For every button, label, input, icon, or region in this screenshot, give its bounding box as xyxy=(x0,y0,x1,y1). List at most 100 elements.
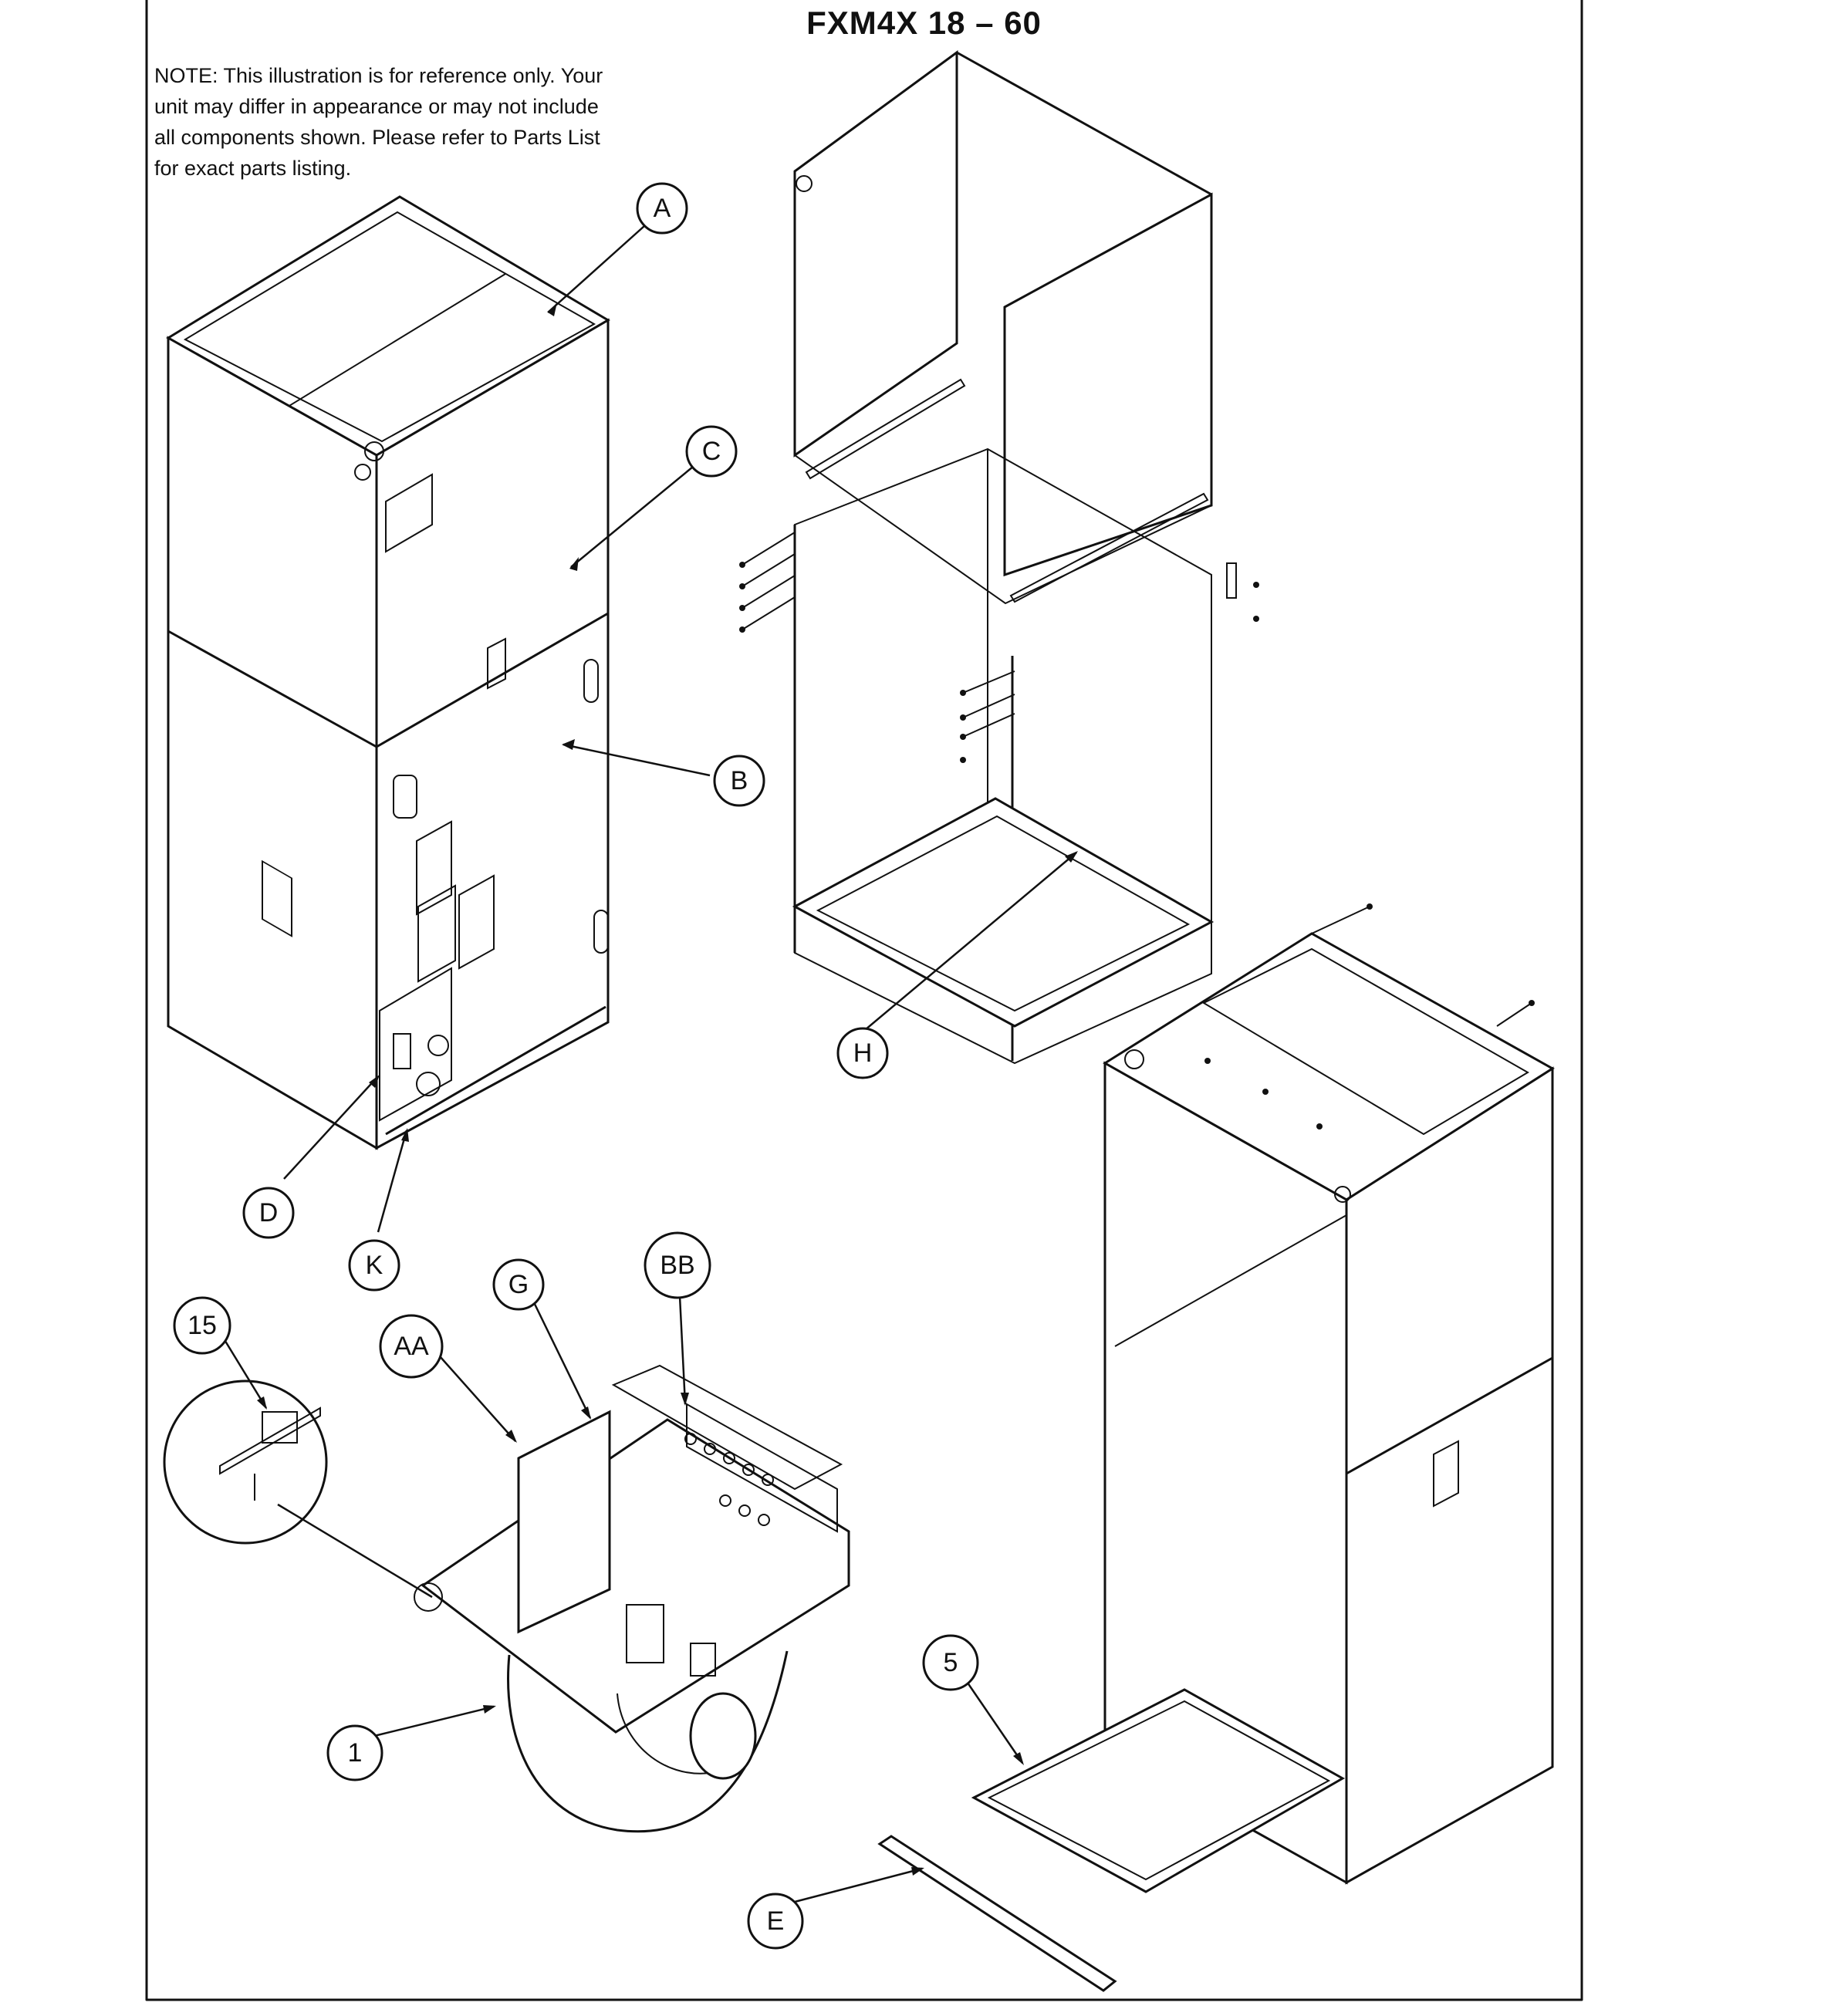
lower-cabinet-with-filter xyxy=(877,903,1555,1992)
control-board-panel xyxy=(517,1410,611,1634)
callout-C: C xyxy=(685,425,738,478)
assembled-air-handler xyxy=(166,195,610,1150)
upper-access-plate xyxy=(385,473,433,553)
callout-label: C xyxy=(702,437,721,466)
top-crossbar xyxy=(281,273,506,411)
top-breaker-switch xyxy=(393,775,417,819)
detail-circle xyxy=(163,1379,328,1545)
callout-label: BB xyxy=(660,1251,694,1280)
callout-E: E xyxy=(747,1893,804,1950)
cabinet-front xyxy=(1345,1066,1554,1885)
screw-line xyxy=(1311,906,1370,934)
front-seam xyxy=(1346,1356,1553,1475)
detail-source-ring xyxy=(414,1582,443,1612)
screw xyxy=(962,713,1015,738)
screw xyxy=(742,596,796,630)
wiring-label-1 xyxy=(416,820,452,916)
page-border xyxy=(145,0,1583,2001)
relay xyxy=(690,1643,716,1677)
callout-A: A xyxy=(636,182,688,235)
filter-inner xyxy=(987,1700,1331,1881)
bottom-frame-inner xyxy=(816,815,1191,1012)
callout-label: D xyxy=(259,1198,279,1227)
callout-label: A xyxy=(654,194,671,223)
detail-magnifier xyxy=(163,1379,443,1612)
upper-top-edge xyxy=(956,51,1212,196)
callout-H: H xyxy=(836,1027,889,1079)
front-knockout-lower xyxy=(593,910,609,954)
front-panel-seam xyxy=(376,612,609,748)
corner-grommet xyxy=(1124,1049,1144,1069)
callout-15: 15 xyxy=(173,1296,231,1355)
upper-front-panel xyxy=(1003,192,1213,577)
screw xyxy=(962,670,1015,694)
callout-G: G xyxy=(492,1258,545,1311)
knockout-ring xyxy=(416,1072,441,1096)
diagram-title: FXM4X 18 – 60 xyxy=(806,5,1042,41)
callout-label: AA xyxy=(394,1332,429,1361)
spacer-strip xyxy=(805,378,966,480)
screw xyxy=(962,694,1015,718)
breaker-switch xyxy=(393,1033,411,1069)
corner-grommet xyxy=(1334,1186,1351,1203)
cabinet-top-inner xyxy=(183,211,596,443)
corner-grommet xyxy=(354,464,371,481)
callout-AA: AA xyxy=(379,1314,444,1379)
callout-K: K xyxy=(348,1239,400,1292)
callout-label: K xyxy=(366,1251,383,1280)
blower-deck xyxy=(421,1418,850,1734)
knockout-ring xyxy=(427,1035,449,1056)
terminal-block xyxy=(262,1411,298,1444)
screw xyxy=(742,532,796,566)
front-knockout-upper xyxy=(583,659,599,703)
callout-label: B xyxy=(731,766,748,795)
cabinet-left-side xyxy=(167,336,378,1150)
blower-wheel-edge xyxy=(617,1693,711,1775)
wiring-label-2 xyxy=(417,884,456,983)
note-line: NOTE: This illustration is for reference… xyxy=(154,64,603,87)
side-seam xyxy=(1114,1214,1347,1347)
blower-motor xyxy=(689,1692,757,1780)
note-line: for exact parts listing. xyxy=(154,157,352,180)
callout-label: G xyxy=(508,1270,529,1299)
left-access-label xyxy=(262,859,292,937)
electrical-box xyxy=(379,967,452,1122)
top-opening xyxy=(1201,947,1529,1136)
capacitor xyxy=(626,1604,664,1663)
front-label xyxy=(1433,1440,1459,1508)
callout-5: 5 xyxy=(922,1634,979,1691)
bottom-frame xyxy=(792,797,1215,1028)
heater-support xyxy=(686,1403,838,1533)
upper-left-panel xyxy=(793,50,958,458)
front-base-rail xyxy=(385,1005,606,1136)
screw xyxy=(742,575,796,609)
callout-D: D xyxy=(242,1187,295,1239)
screw xyxy=(742,553,796,587)
front-label-small xyxy=(487,637,506,690)
bracket xyxy=(1226,562,1237,599)
wiring-label-3 xyxy=(458,874,495,970)
callout-label: 5 xyxy=(944,1648,958,1677)
note-line: all components shown. Please refer to Pa… xyxy=(154,126,600,149)
callout-1: 1 xyxy=(326,1724,383,1781)
reference-note: NOTE: This illustration is for reference… xyxy=(154,60,664,184)
blower-assembly xyxy=(421,1364,850,1833)
filter xyxy=(971,1688,1346,1893)
exploded-cabinet-shell xyxy=(739,50,1259,1065)
callout-leaders xyxy=(222,225,1078,1903)
spacer-strip xyxy=(1009,492,1209,603)
callout-label: 1 xyxy=(348,1738,363,1768)
corner-grommet xyxy=(796,175,813,192)
callout-label: 15 xyxy=(188,1311,217,1340)
callout-B: B xyxy=(713,755,765,807)
corner-grommet xyxy=(364,441,384,461)
heater-rail xyxy=(611,1364,843,1491)
left-side-seam xyxy=(167,630,377,748)
callout-BB: BB xyxy=(644,1231,711,1299)
note-line: unit may differ in appearance or may not… xyxy=(154,95,599,118)
callout-label: E xyxy=(767,1906,785,1936)
cabinet-front xyxy=(375,318,610,1150)
screw-line xyxy=(1496,1002,1532,1027)
